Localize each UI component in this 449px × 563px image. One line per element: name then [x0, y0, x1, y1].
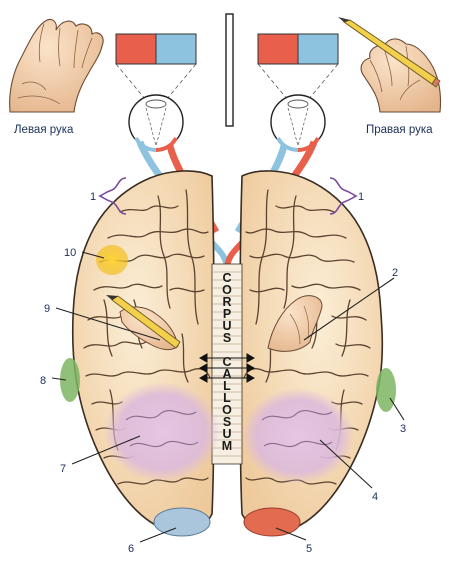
callout-9: 9 — [44, 303, 50, 315]
corpus-callosum-letter: O — [222, 403, 232, 417]
right-hand-label: Правая рука — [366, 124, 433, 136]
corpus-callosum-letter: O — [222, 283, 232, 297]
callout-5: 5 — [306, 543, 312, 555]
corpus-callosum-letter: C — [222, 355, 231, 369]
corpus-callosum-letter: U — [222, 319, 231, 333]
left-visual-target — [115, 33, 197, 113]
area-7-left-region — [104, 382, 220, 482]
callout-2: 2 — [392, 267, 398, 279]
left-hand-label: Левая рука — [14, 124, 74, 136]
area-3-temporal-right — [376, 368, 396, 412]
corpus-callosum-letter: M — [222, 439, 232, 453]
left-eye — [128, 94, 184, 152]
purple-area-gyri — [125, 410, 333, 448]
callout-1-right: 1 — [358, 191, 364, 203]
corpus-callosum-letter: A — [222, 367, 231, 381]
corpus-callosum-letter: P — [223, 307, 231, 321]
callout-4: 4 — [372, 491, 378, 503]
pencil-right-icon — [338, 17, 441, 88]
area-8-temporal-left — [60, 358, 80, 402]
corpus-callosum-letter: L — [223, 391, 231, 405]
corpus-callosum-letter: L — [223, 379, 231, 393]
corpus-callosum-letter: R — [222, 295, 231, 309]
corpus-callosum-letter: U — [222, 427, 231, 441]
pencil-left-icon — [111, 295, 181, 349]
area-5-occipital-right — [243, 507, 301, 537]
area-10-spot — [96, 245, 128, 275]
callout-numbers: 1 1 2 3 4 5 6 7 8 9 10 — [40, 191, 406, 555]
callout-7: 7 — [60, 463, 66, 475]
left-hand-illustration — [9, 19, 104, 113]
corpus-callosum-letter: C — [222, 271, 231, 285]
right-visual-target — [257, 33, 339, 113]
midline-divider — [225, 13, 234, 127]
callout-1-left: 1 — [90, 191, 96, 203]
right-eye — [270, 94, 326, 152]
callout-8: 8 — [40, 375, 46, 387]
corpus-callosum-letter: S — [223, 331, 231, 345]
callosal-arrows — [198, 353, 256, 383]
corpus-callosum-letter: S — [223, 415, 231, 429]
area-4-right-region — [242, 388, 354, 484]
callout-6: 6 — [128, 543, 134, 555]
right-hand-illustration — [338, 17, 442, 113]
callout-10: 10 — [64, 247, 76, 259]
area-6-occipital-left — [153, 507, 211, 537]
brain-left-hand-illustration — [106, 295, 181, 351]
callout-leaders — [51, 177, 405, 543]
callout-3: 3 — [400, 423, 406, 435]
